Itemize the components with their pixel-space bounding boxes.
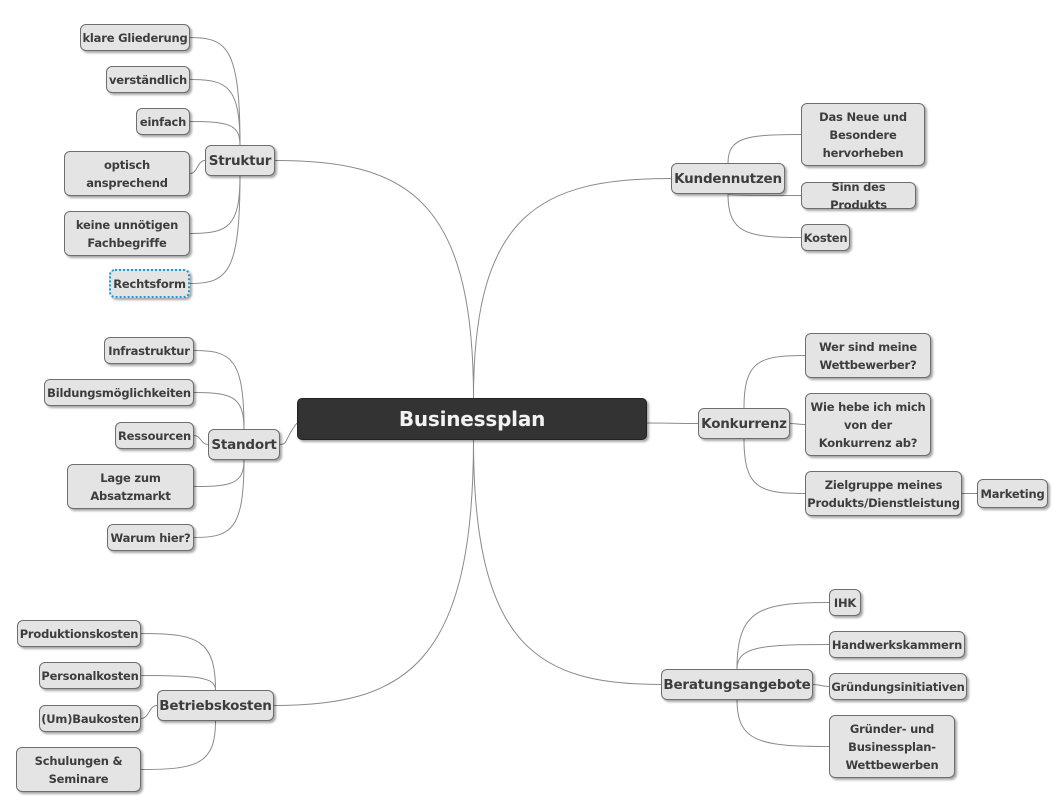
subtopic-label: Wie hebe ich mich von der Konkurrenz ab? xyxy=(810,399,926,450)
subtopic-gruendungsinitiativen[interactable]: Gründungsinitiativen xyxy=(829,673,967,700)
link-struktur-s3 xyxy=(189,160,206,174)
link-konk-c0 xyxy=(743,355,806,409)
link-berat-r1 xyxy=(736,644,830,670)
link-betrieb-b1 xyxy=(140,675,216,691)
central-topic-label: Businessplan xyxy=(398,407,546,431)
subtopic-optisch-ansprechend[interactable]: optisch ansprechend xyxy=(64,151,190,196)
subtopic-label: Zielgruppe meines Produkts/Dienstleistun… xyxy=(807,477,960,510)
link-kunden-k0 xyxy=(727,134,802,164)
subtopic-label: Lage zum Absatzmarkt xyxy=(90,470,171,503)
subtopic-label: Marketing xyxy=(980,486,1045,501)
subtopic-label: optisch ansprechend xyxy=(86,157,168,190)
subtopic-wie-hebe-ich-mich-ab[interactable]: Wie hebe ich mich von der Konkurrenz ab? xyxy=(805,393,931,456)
subtopic-label: Infrastruktur xyxy=(108,343,190,358)
subtopic-label: IHK xyxy=(833,595,857,610)
subtopic-gruender-und-businessplan-wettbewerben[interactable]: Gründer- und Businessplan- Wettbewerben xyxy=(829,715,955,778)
link-struktur-s1 xyxy=(189,79,241,146)
link-konk-c2 xyxy=(743,438,806,494)
subtopic-label: Wer sind meine Wettbewerber? xyxy=(819,339,917,372)
topic-betriebskosten[interactable]: Betriebskosten xyxy=(157,690,274,721)
subtopic-label: Gründungsinitiativen xyxy=(831,679,965,694)
subtopic-infrastruktur[interactable]: Infrastruktur xyxy=(104,337,194,364)
subtopic-kosten[interactable]: Kosten xyxy=(801,224,850,251)
subtopic-lage-zum-absatzmarkt[interactable]: Lage zum Absatzmarkt xyxy=(67,464,194,509)
topic-standort[interactable]: Standort xyxy=(208,429,280,460)
subtopic-label: Warum hier? xyxy=(110,530,191,545)
subtopic-zielgruppe[interactable]: Zielgruppe meines Produkts/Dienstleistun… xyxy=(805,471,962,516)
subtopic-label: Produktionskosten xyxy=(19,626,139,641)
link-standort-t0 xyxy=(193,350,245,430)
topic-label: Standort xyxy=(211,436,277,453)
link-center-berat xyxy=(473,439,662,685)
topic-label: Betriebskosten xyxy=(159,697,272,714)
topic-struktur[interactable]: Struktur xyxy=(205,145,275,176)
subtopic-schulungen-seminare[interactable]: Schulungen & Seminare xyxy=(16,747,141,792)
link-standort-t3 xyxy=(193,459,245,487)
link-betrieb-b0 xyxy=(140,633,216,691)
subtopic-label: Personalkosten xyxy=(41,668,139,683)
subtopic-label: Das Neue und Besondere hervorheben xyxy=(819,109,907,160)
subtopic-label: klare Gliederung xyxy=(82,30,188,45)
subtopic-einfach[interactable]: einfach xyxy=(136,108,190,135)
subtopic-rechtsform-selected[interactable]: Rechtsform xyxy=(109,269,190,298)
subtopic-label: Rechtsform xyxy=(113,276,186,291)
link-center-kunden xyxy=(473,178,672,399)
topic-beratungsangebote[interactable]: Beratungsangebote xyxy=(661,669,813,700)
link-kunden-k1 xyxy=(727,193,802,196)
subtopic-label: (Um)Baukosten xyxy=(41,711,139,726)
subtopic-label: Gründer- und Businessplan- Wettbewerben xyxy=(845,721,939,772)
subtopic-label: Sinn des Produkts xyxy=(830,179,887,212)
link-struktur-s0 xyxy=(189,37,241,146)
topic-konkurrenz[interactable]: Konkurrenz xyxy=(698,408,790,439)
subtopic-das-neue-und-besondere[interactable]: Das Neue und Besondere hervorheben xyxy=(801,103,925,166)
subtopic-personalkosten[interactable]: Personalkosten xyxy=(39,662,141,689)
link-betrieb-b2 xyxy=(140,705,158,719)
subtopic-label: Bildungsmöglichkeiten xyxy=(47,385,191,400)
subtopic-produktionskosten[interactable]: Produktionskosten xyxy=(17,620,141,647)
link-standort-t1 xyxy=(193,392,245,430)
subtopic-label: Ressourcen xyxy=(118,428,191,443)
topic-label: Kundennutzen xyxy=(674,170,782,187)
subtopic-bildungsmoeglichkeiten[interactable]: Bildungsmöglichkeiten xyxy=(44,379,194,406)
topic-label: Konkurrenz xyxy=(701,415,787,432)
subtopic-label: einfach xyxy=(139,114,187,129)
link-center-konkurrenz xyxy=(646,422,699,424)
link-kunden-k2 xyxy=(727,193,802,238)
link-center-betrieb xyxy=(273,439,474,706)
link-konk-c1 xyxy=(789,423,806,425)
link-standort-t4 xyxy=(193,459,245,538)
subtopic-wer-sind-meine-wettbewerber[interactable]: Wer sind meine Wettbewerber? xyxy=(805,333,931,378)
link-standort-t2 xyxy=(193,435,209,445)
link-struktur-s5 xyxy=(189,175,241,284)
link-betrieb-b3 xyxy=(140,720,216,770)
subtopic-ihk[interactable]: IHK xyxy=(829,589,861,616)
subtopic-label: keine unnötigen Fachbegriffe xyxy=(75,217,179,250)
central-topic-businessplan[interactable]: Businessplan xyxy=(297,398,647,440)
link-struktur-s2 xyxy=(189,121,241,146)
subtopic-label: Kosten xyxy=(803,230,848,245)
topic-label: Beratungsangebote xyxy=(663,676,811,693)
link-center-standort xyxy=(279,422,298,445)
subtopic-keine-unnoetigen-fachbegriffe[interactable]: keine unnötigen Fachbegriffe xyxy=(64,211,190,256)
link-berat-r3 xyxy=(736,699,830,747)
subtopic-umbaukosten[interactable]: (Um)Baukosten xyxy=(39,705,141,732)
subtopic-warum-hier[interactable]: Warum hier? xyxy=(107,524,194,551)
subtopic-ressourcen[interactable]: Ressourcen xyxy=(115,422,194,449)
subtopic-marketing[interactable]: Marketing xyxy=(977,479,1048,508)
topic-kundennutzen[interactable]: Kundennutzen xyxy=(671,163,785,194)
subtopic-label: Schulungen & Seminare xyxy=(34,753,123,786)
link-berat-r0 xyxy=(736,602,830,670)
link-struktur-s4 xyxy=(189,175,241,234)
subtopic-verstaendlich[interactable]: verständlich xyxy=(106,66,190,93)
link-center-struktur xyxy=(274,160,474,399)
topic-label: Struktur xyxy=(208,152,272,169)
subtopic-handwerkskammern[interactable]: Handwerkskammern xyxy=(829,631,965,658)
subtopic-label: verständlich xyxy=(109,72,187,87)
subtopic-sinn-des-produkts[interactable]: Sinn des Produkts xyxy=(801,180,916,212)
subtopic-label: Handwerkskammern xyxy=(831,637,963,652)
link-berat-r2 xyxy=(812,684,830,687)
subtopic-klare-gliederung[interactable]: klare Gliederung xyxy=(80,24,190,51)
